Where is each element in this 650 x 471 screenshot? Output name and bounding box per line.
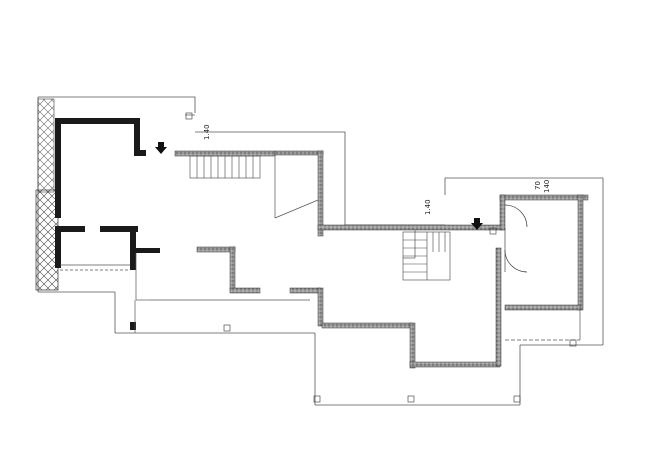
dimension-middle-opening: 1.40 — [424, 199, 432, 215]
door-swings — [504, 204, 528, 273]
interior-walls — [174, 150, 589, 369]
staircase-middle — [402, 231, 451, 281]
column-markers — [185, 112, 577, 403]
thin-lines — [60, 114, 581, 341]
hatched-wall-band-upper — [37, 98, 55, 193]
hatched-wall-band — [35, 189, 59, 291]
staircase-left — [189, 155, 261, 179]
dimension-left-opening: 1.40 — [203, 124, 211, 140]
dimension-right-top-b: 140 — [543, 180, 551, 193]
entrance-arrow-icon — [155, 142, 167, 154]
thick-walls — [55, 118, 160, 330]
outer-outline — [37, 96, 604, 406]
dimension-right-top-a: 70 — [534, 181, 542, 190]
entrance-arrow-icon-2 — [471, 218, 483, 230]
